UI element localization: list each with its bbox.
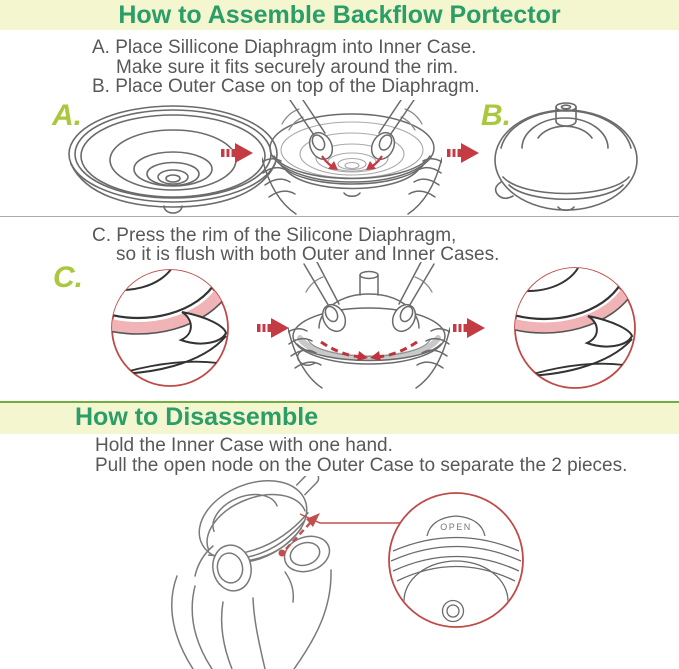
assembled-case-illustration <box>494 102 638 212</box>
assemble-title: How to Assemble Backflow Portector <box>118 1 561 29</box>
step-c-line2: so it is flush with both Outer and Inner… <box>116 244 500 265</box>
red-arrow-icon <box>447 143 479 163</box>
open-label: OPEN <box>440 522 472 532</box>
callout-line <box>299 513 403 524</box>
section-divider <box>0 216 679 217</box>
red-arrow-icon <box>221 143 253 163</box>
disassemble-line1: Hold the Inner Case with one hand. <box>95 435 393 456</box>
rim-detail-zoom-before <box>111 269 229 387</box>
step-a-line1: A. Place Sillicone Diaphragm into Inner … <box>92 37 477 58</box>
inner-case-illustration <box>68 105 278 214</box>
assemble-header-band: How to Assemble Backflow Portector <box>0 0 679 30</box>
rim-detail-zoom-after <box>514 267 636 389</box>
step-b-line: B. Place Outer Case on top of the Diaphr… <box>92 76 480 97</box>
hand-holding-case-illustration <box>171 476 332 669</box>
red-arrow-icon <box>453 318 485 338</box>
press-rim-illustration <box>288 262 450 389</box>
step-a-line2: Make sure it fits securely around the ri… <box>116 57 459 78</box>
label-a: A. <box>52 99 82 132</box>
disassemble-title: How to Disassemble <box>75 403 319 431</box>
open-node-detail: OPEN <box>388 492 524 628</box>
press-diaphragm-illustration <box>262 100 442 215</box>
disassemble-header-band: How to Disassemble <box>0 401 679 434</box>
red-arrow-icon <box>257 318 289 338</box>
disassemble-line2: Pull the open node on the Outer Case to … <box>95 455 628 476</box>
label-b: B. <box>481 99 511 132</box>
label-c: C. <box>53 261 83 294</box>
step-c-line1: C. Press the rim of the Silicone Diaphra… <box>92 225 457 246</box>
